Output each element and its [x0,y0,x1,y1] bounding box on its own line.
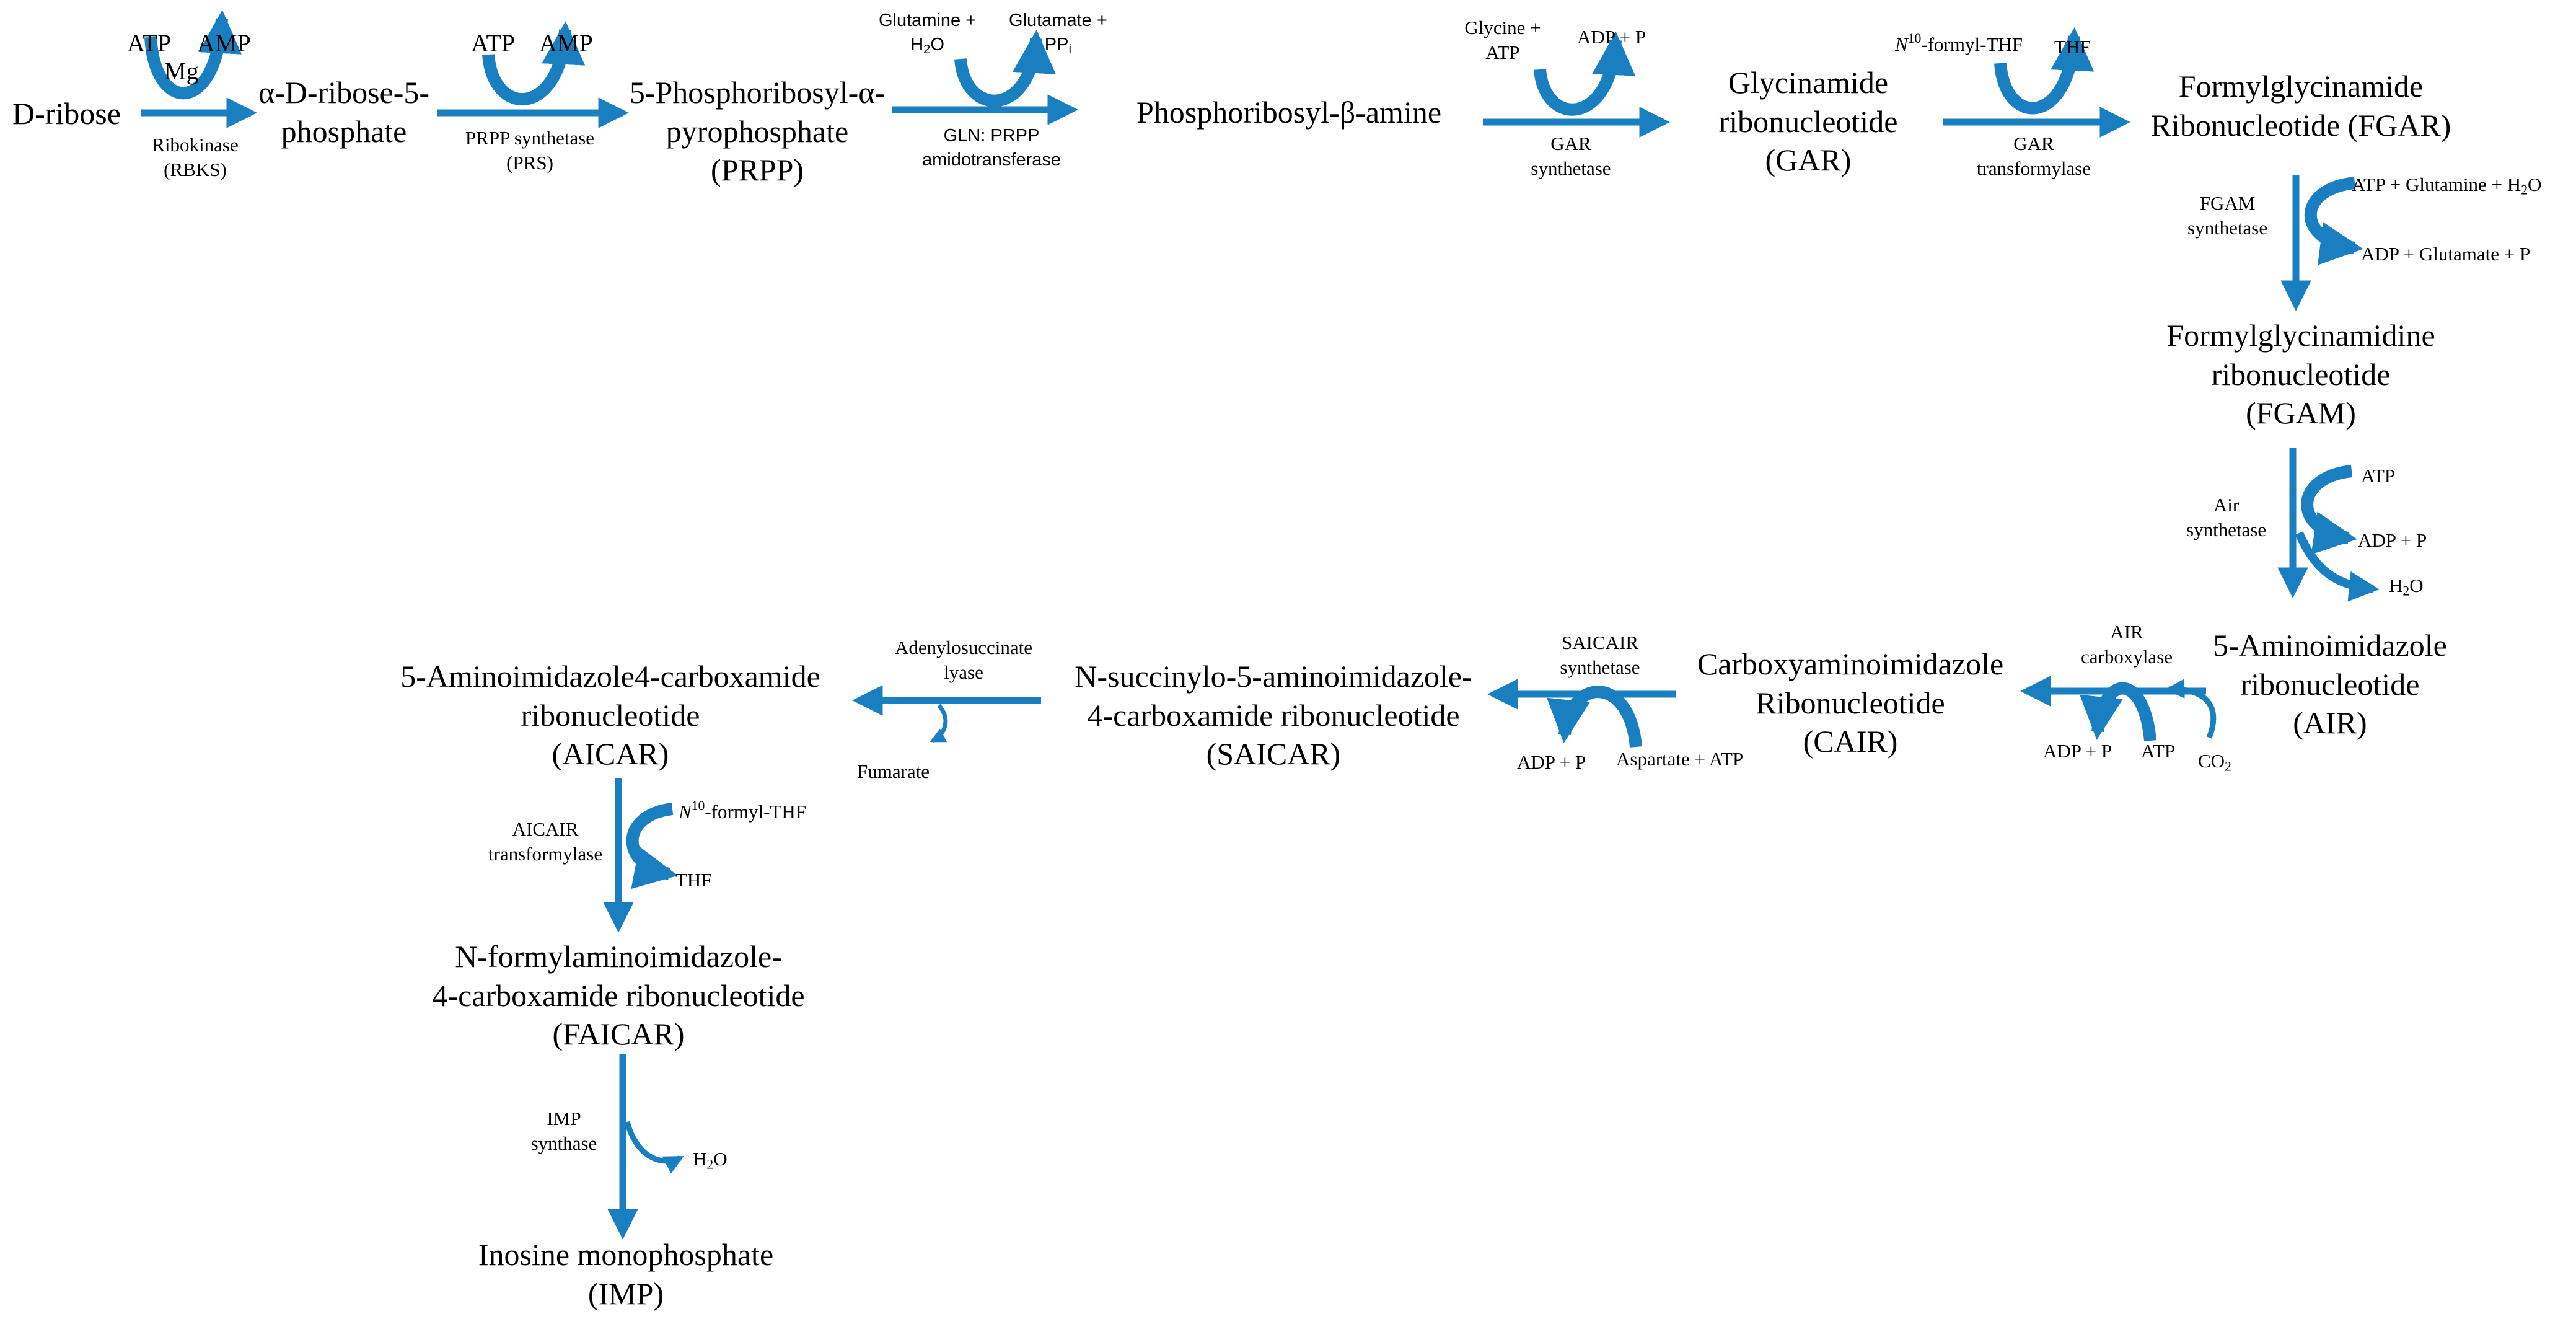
curve-prs [482,21,586,106]
gln-prpp-enzyme-label: GLN: PRPP amidotransferase [921,126,1062,170]
fgam-synthetase-in-label: ATP + Glutamine + H2O [2352,174,2542,198]
aicair-transformylase-out-label: THF [675,869,712,891]
prs-enzyme-label: PRPP synthetase (PRS) [465,127,595,174]
gln-prpp-in-label: Glutamine + H2O [879,11,977,57]
metabolite-cair: Carboxyaminoimidazole Ribonucleotide (CA… [1697,646,2004,759]
curve-imp-synthase [624,1121,684,1174]
metabolite-faicar: N-formylaminoimidazole- 4-carboxamide ri… [432,939,805,1051]
metabolite-imp: Inosine monophosphate (IMP) [478,1237,774,1311]
air-carboxylase-in2-label: CO2 [2198,750,2231,774]
air-synthetase-out2-label: H2O [2389,575,2424,599]
metabolite-saicar: N-succinylo-5-aminoimidazole- 4-carboxam… [1075,659,1472,771]
prs-out-label: AMP [539,29,593,57]
curve-air-synthetase-water [2295,531,2380,602]
curve-fgam-synthetase [2304,177,2363,265]
saicair-synthetase-out-label: ADP + P [1517,751,1586,773]
metabolite-air: 5-Aminoimidazole ribonucleotide (AIR) [2213,628,2447,740]
air-carboxylase-out-label: ADP + P [2043,740,2112,762]
curve-ribokinase [144,10,242,100]
gar-transformylase-enzyme-label: GAR transformylase [1976,133,2091,180]
curve-air-carboxylase-co2 [2165,679,2217,739]
metabolite-fgam: Formylglycinamidine ribonucleotide (FGAM… [2166,318,2435,430]
air-synthetase-enzyme-label: Air synthetase [2186,494,2267,541]
metabolite-gar: Glycinamide ribonucleotide (GAR) [1718,65,1898,177]
ribokinase-in-label: ATP [127,29,172,57]
gln-prpp-out-label: Glutamate + PPi [1009,11,1107,57]
metabolite-fgar: Formylglycinamide Ribonucleotide (FGAR) [2150,69,2451,143]
aicair-transformylase-in-label: N10-formyl-THF [679,798,806,823]
curve-gln-prpp [954,30,1056,107]
metabolite-phosphoribosyl-amine: Phosphoribosyl-β-amine [1136,95,1442,130]
gar-transformylase-in-label: N10-formyl-THF [1895,30,2023,55]
air-carboxylase-in1-label: ATP [2141,740,2176,762]
curve-gar-synthetase [1534,32,1636,116]
adenylosuccinate-lyase-enzyme-label: Adenylosuccinate lyase [894,637,1033,684]
gar-synthetase-enzyme-label: GAR synthetase [1531,133,1611,180]
fgam-synthetase-out-label: ADP + Glutamate + P [2361,243,2531,265]
metabolite-aicar: 5-Aminoimidazole4-carboxamide ribonucleo… [400,659,820,771]
ribokinase-cofactor-label: Mg [164,57,199,85]
gar-synthetase-in-label: Glycine + ATP [1464,17,1541,64]
curve-saicair-synthetase [1547,686,1642,748]
imp-synthase-out-label: H2O [693,1148,728,1172]
gar-transformylase-out-label: THF [2054,36,2091,58]
curve-air-carboxylase [2080,682,2156,741]
adenylosuccinate-lyase-out-label: Fumarate [857,761,930,782]
curve-gar-transformylase [1994,27,2095,115]
air-carboxylase-enzyme-label: AIR carboxylase [2080,621,2173,668]
prs-in-label: ATP [471,29,516,57]
metabolite-d-ribose: D-ribose [12,96,121,131]
imp-synthase-enzyme-label: IMP synthase [530,1108,597,1155]
air-synthetase-in-label: ATP [2361,465,2396,487]
ribokinase-enzyme-label: Ribokinase (RBKS) [152,134,239,181]
metabolite-prpp: 5-Phosphoribosyl-α- pyrophosphate (PRPP) [629,75,886,187]
curve-air-synthetase [2301,465,2357,555]
fgam-synthetase-enzyme-label: FGAM synthetase [2187,192,2268,239]
saicair-synthetase-in-label: Aspartate + ATP [1616,748,1744,770]
curve-adenylosuccinate-lyase [930,704,948,743]
aicair-transformylase-enzyme-label: AICAIR transformylase [488,818,603,865]
ribokinase-out-label: AMP [197,29,251,57]
metabolite-ribose-5-phosphate: α-D-ribose-5- phosphate [258,75,430,149]
saicair-synthetase-enzyme-label: SAICAIR synthetase [1560,632,1640,679]
curve-aicair-transformylase [626,803,678,889]
air-synthetase-out1-label: ADP + P [2358,529,2427,551]
gar-synthetase-out-label: ADP + P [1577,26,1646,48]
